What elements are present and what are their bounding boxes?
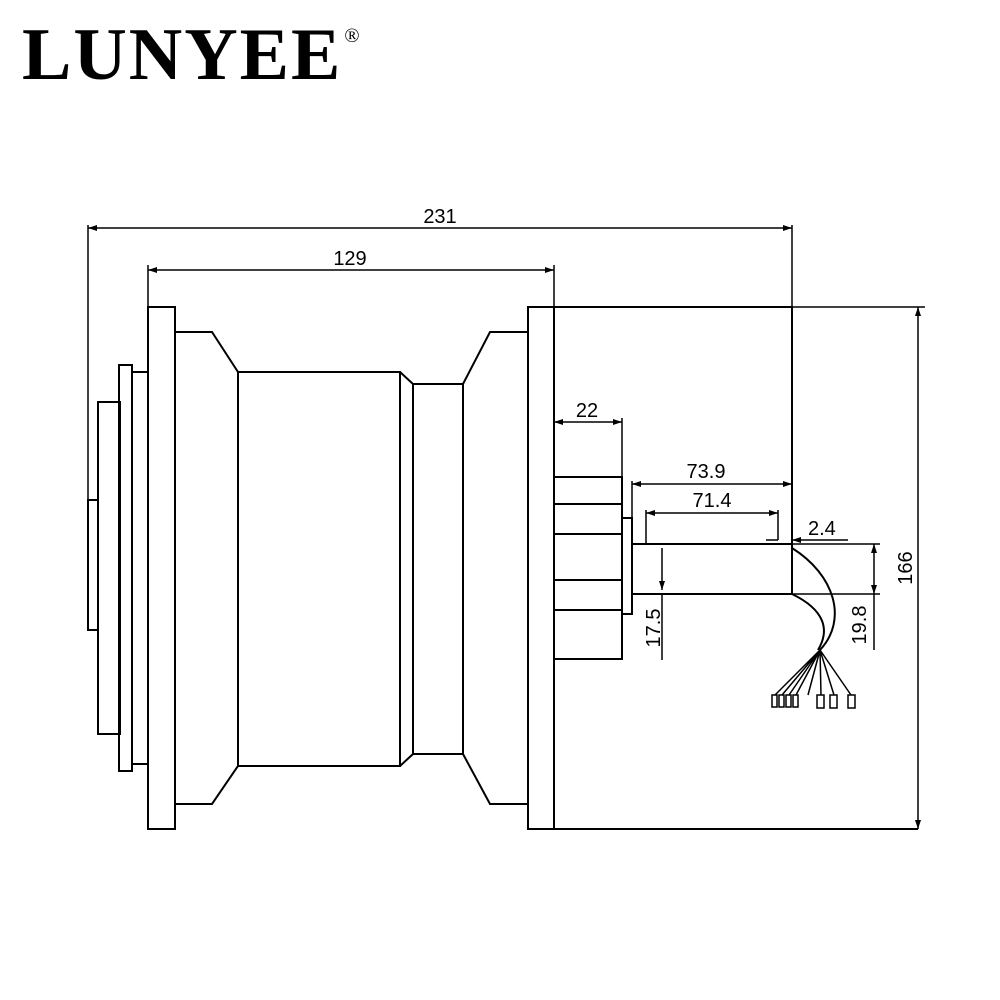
dim-overall-length: 231 bbox=[423, 206, 456, 228]
cable bbox=[791, 547, 836, 651]
left-flange bbox=[147, 306, 176, 830]
dimension-labels: 231 129 22 73.9 71.4 2.4 166 19.8 17.5 bbox=[333, 206, 917, 647]
dim-cable-height: 19.8 bbox=[849, 606, 871, 645]
dim-offset: 2.4 bbox=[808, 518, 836, 540]
right-shoulder bbox=[462, 331, 529, 805]
right-flange bbox=[527, 306, 555, 830]
motor-outline bbox=[87, 306, 918, 830]
dim-shaft-dia: 17.5 bbox=[643, 609, 665, 648]
dim-shaft-block: 22 bbox=[576, 400, 598, 422]
shaft-collar bbox=[621, 517, 633, 615]
dim-connector-inner: 71.4 bbox=[693, 490, 732, 512]
dim-body-length: 129 bbox=[333, 248, 366, 270]
left-end-plate bbox=[87, 499, 99, 631]
stator-step bbox=[399, 371, 414, 767]
left-hub bbox=[97, 401, 121, 735]
right-housing bbox=[554, 306, 918, 830]
left-shoulder bbox=[174, 331, 239, 805]
stator-body bbox=[237, 371, 401, 767]
shaft bbox=[631, 543, 793, 595]
brand-logo: LUNYEE® bbox=[22, 18, 362, 92]
dim-height: 166 bbox=[895, 551, 917, 584]
registered-mark: ® bbox=[344, 25, 362, 47]
brand-name: LUNYEE bbox=[22, 14, 343, 96]
left-flange-step bbox=[131, 371, 149, 765]
center-neck bbox=[412, 383, 464, 755]
dim-connector-outer: 73.9 bbox=[687, 461, 726, 483]
cable-wires bbox=[771, 649, 856, 709]
dimension-lines bbox=[87, 225, 925, 829]
